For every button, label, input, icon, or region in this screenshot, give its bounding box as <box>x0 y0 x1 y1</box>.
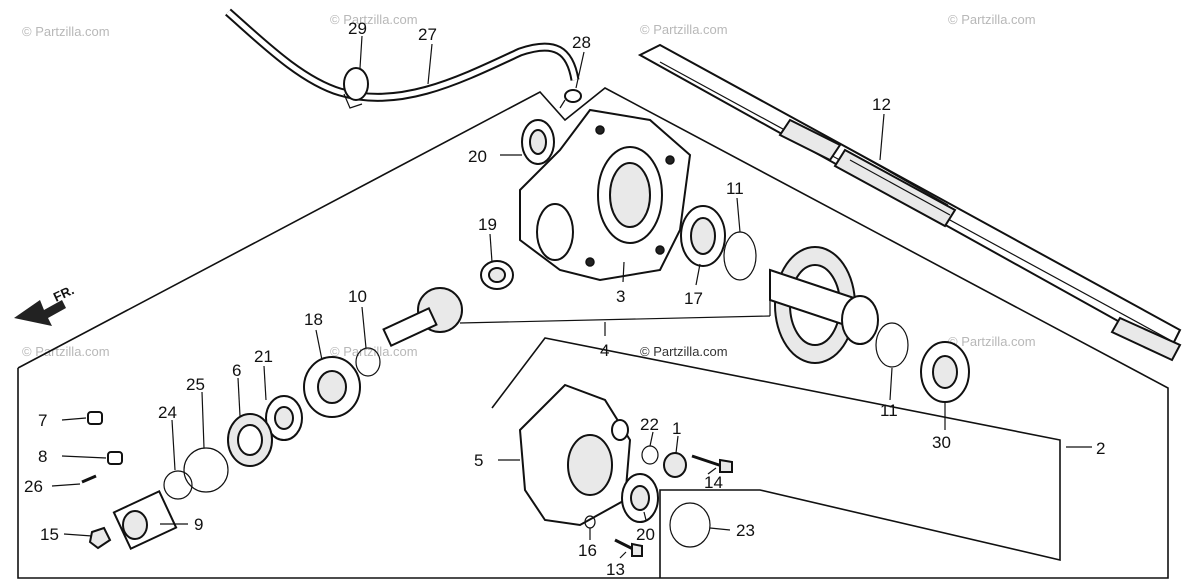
callout-13: 13 <box>606 560 625 579</box>
callout-5: 5 <box>474 451 483 470</box>
hose-clamp <box>559 89 582 109</box>
rear-axle-shaft <box>637 43 1182 362</box>
callout-20-lower: 20 <box>636 525 655 544</box>
callout-28: 28 <box>572 33 591 52</box>
nut-15 <box>88 526 112 550</box>
oil-seal-upper <box>521 119 555 165</box>
callout-8: 8 <box>38 447 47 466</box>
o-ring-25 <box>183 447 229 493</box>
small-part-26 <box>81 474 97 484</box>
gear-21 <box>265 395 303 441</box>
watermark-top-right: © Partzilla.com <box>948 12 1036 27</box>
callout-17: 17 <box>684 289 703 308</box>
callout-10: 10 <box>348 287 367 306</box>
callout-15: 15 <box>40 525 59 544</box>
front-label: FR. <box>51 282 76 304</box>
small-part-7 <box>87 411 103 425</box>
breather-hose <box>225 8 580 102</box>
shim-lower <box>875 322 909 368</box>
callout-20-upper: 20 <box>468 147 487 166</box>
watermark-mid-right: © Partzilla.com <box>948 334 1036 349</box>
spline-gear <box>227 413 273 467</box>
final-drive-case <box>519 108 692 282</box>
callout-11-lower: 11 <box>880 401 898 420</box>
bolt-13 <box>614 538 643 557</box>
callout-26: 26 <box>24 477 43 496</box>
callout-30: 30 <box>932 433 951 452</box>
callout-11-upper: 11 <box>726 179 744 198</box>
callout-9: 9 <box>194 515 203 534</box>
callout-6: 6 <box>232 361 241 380</box>
washer-22 <box>641 445 659 465</box>
watermark-top-left: © Partzilla.com <box>22 24 110 39</box>
callout-12: 12 <box>872 95 891 114</box>
callout-1: 1 <box>672 419 681 438</box>
callout-29: 29 <box>348 19 367 38</box>
callout-2: 2 <box>1096 439 1105 458</box>
watermark-mid-center: © Partzilla.com <box>640 344 728 359</box>
callout-22: 22 <box>640 415 659 434</box>
small-part-8 <box>107 451 123 465</box>
callout-19: 19 <box>478 215 497 234</box>
bolt-14 <box>691 454 733 473</box>
cap-1 <box>663 452 687 478</box>
circlip <box>355 347 381 377</box>
watermark-top-center: © Partzilla.com <box>640 22 728 37</box>
watermark-mid-center-left: © Partzilla.com <box>330 344 418 359</box>
final-drive-cover <box>518 383 632 527</box>
callout-7: 7 <box>38 411 47 430</box>
oil-seal-30 <box>920 341 970 403</box>
pinion-gear <box>382 287 463 348</box>
callout-14: 14 <box>704 473 723 492</box>
callout-21: 21 <box>254 347 273 366</box>
front-arrow-icon: FR. <box>14 282 76 326</box>
watermark-mid-left: © Partzilla.com <box>22 344 110 359</box>
bushing <box>480 260 514 290</box>
watermark-top-center-left: © Partzilla.com <box>330 12 418 27</box>
washer-24 <box>163 470 193 500</box>
shim-upper <box>723 231 757 281</box>
oil-seal-lower <box>621 473 659 523</box>
leader-lines <box>51 35 1092 559</box>
hose-clip <box>343 67 369 109</box>
joint-9 <box>112 489 178 551</box>
callout-25: 25 <box>186 375 205 394</box>
callout-4: 4 <box>600 341 609 360</box>
callout-18: 18 <box>304 310 323 329</box>
cover-group-outline <box>491 337 1061 578</box>
assembly-outline <box>17 87 1169 579</box>
bearing-18 <box>303 356 361 418</box>
ring-gear <box>769 246 879 364</box>
bearing-17 <box>680 205 726 267</box>
callout-23: 23 <box>736 521 755 540</box>
callout-27: 27 <box>418 25 437 44</box>
o-ring-23 <box>669 502 711 548</box>
callout-16: 16 <box>578 541 597 560</box>
callout-3: 3 <box>616 287 625 306</box>
callout-24: 24 <box>158 403 177 422</box>
